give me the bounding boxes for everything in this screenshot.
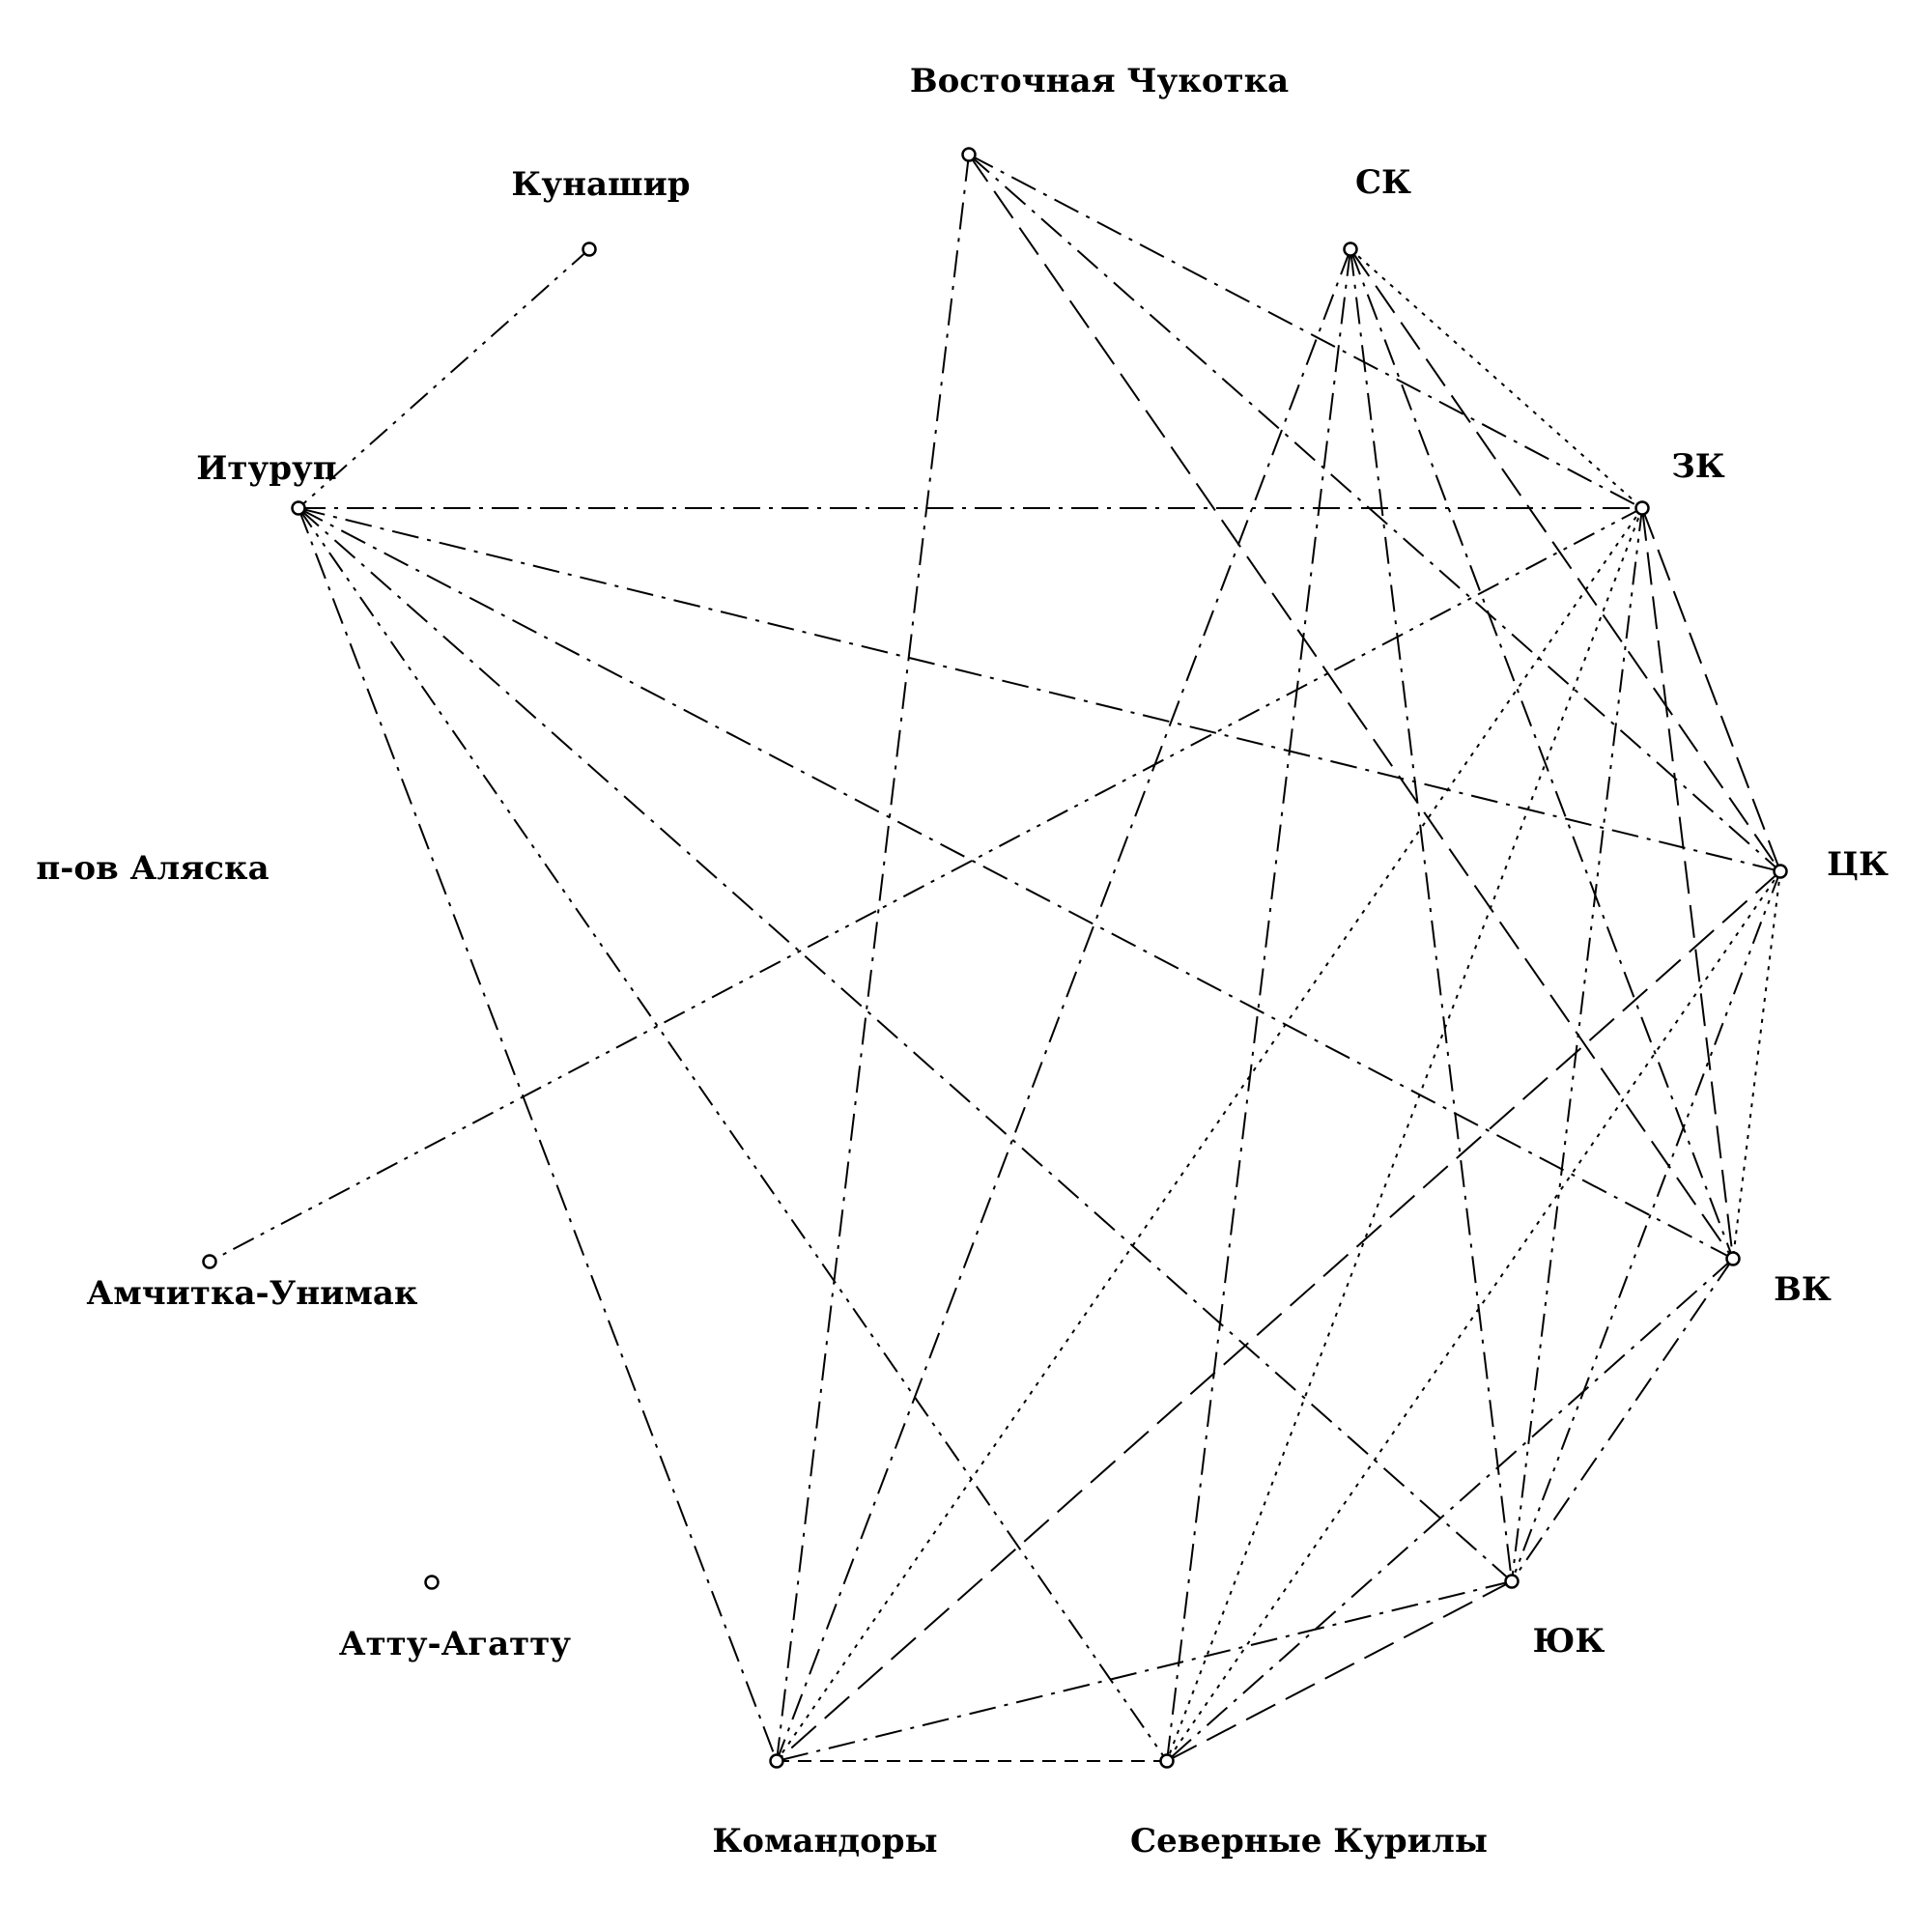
label-komandory: Командоры	[712, 1822, 937, 1861]
edge-iturup-komandory	[298, 507, 778, 1762]
edge-tsk-komandory	[776, 870, 1781, 1762]
label-amchitka-unimak: Амчитка-Унимак	[87, 1274, 418, 1313]
edge-kunashir-iturup	[298, 248, 590, 509]
node-kunashir	[582, 242, 597, 257]
node-yuk	[1504, 1574, 1520, 1589]
label-sk: СК	[1355, 163, 1411, 202]
node-amchitka-unimak	[202, 1254, 217, 1269]
node-iturup	[291, 500, 306, 516]
label-vostochnaya-chukotka: Восточная Чукотка	[910, 62, 1289, 100]
edge-vostochnaya-chukotka-zk	[968, 154, 1643, 509]
edge-iturup-severnye-kurily	[298, 507, 1168, 1762]
label-severnye-kurily: Северные Курилы	[1130, 1822, 1488, 1861]
edge-yuk-komandory	[776, 1580, 1513, 1762]
edge-vk-severnye-kurily	[1166, 1258, 1734, 1762]
edge-iturup-tsk	[298, 507, 1781, 872]
node-tsk	[1773, 864, 1788, 879]
edge-sk-vk	[1350, 248, 1734, 1260]
edge-zk-severnye-kurily	[1166, 507, 1643, 1762]
edge-sk-yuk	[1350, 248, 1513, 1582]
edge-sk-zk	[1350, 248, 1643, 509]
label-tsk: ЦК	[1827, 845, 1889, 884]
edge-tsk-yuk	[1511, 870, 1781, 1582]
label-iturup: Итуруп	[196, 449, 336, 488]
label-p-ov-alyaska: п-ов Аляска	[36, 849, 269, 888]
edge-sk-severnye-kurily	[1166, 248, 1351, 1762]
edges-layer	[209, 154, 1781, 1762]
label-attu-agattu: Атту-Агатту	[339, 1625, 571, 1663]
node-attu-agattu	[424, 1575, 440, 1590]
edge-vostochnaya-chukotka-vk	[968, 154, 1734, 1260]
node-sk	[1343, 242, 1358, 257]
edge-iturup-vk	[298, 507, 1734, 1260]
label-vk: ВК	[1774, 1270, 1832, 1309]
node-komandory	[769, 1753, 784, 1769]
edge-zk-tsk	[1641, 507, 1781, 872]
edge-vostochnaya-chukotka-tsk	[968, 154, 1781, 872]
node-vk	[1725, 1251, 1741, 1266]
node-vostochnaya-chukotka	[961, 147, 977, 162]
label-yuk: ЮК	[1533, 1622, 1605, 1661]
labels-layer: Восточная Чукотка СК ЗК ЦК ВК ЮК Северны…	[36, 62, 1889, 1861]
edge-sk-tsk	[1350, 248, 1781, 872]
node-zk	[1634, 500, 1650, 516]
edge-sk-komandory	[776, 248, 1351, 1762]
edge-zk-yuk	[1511, 507, 1643, 1582]
node-severnye-kurily	[1159, 1753, 1175, 1769]
label-zk: ЗК	[1671, 447, 1725, 486]
label-kunashir: Кунашир	[511, 165, 690, 204]
edge-iturup-yuk	[298, 507, 1513, 1582]
edge-yuk-severnye-kurily	[1166, 1580, 1513, 1762]
nodes-layer	[202, 147, 1788, 1769]
edge-vostochnaya-chukotka-komandory	[776, 154, 970, 1762]
edge-zk-vk	[1641, 507, 1734, 1260]
edge-tsk-vk	[1732, 870, 1781, 1260]
edge-vk-yuk	[1511, 1258, 1734, 1582]
